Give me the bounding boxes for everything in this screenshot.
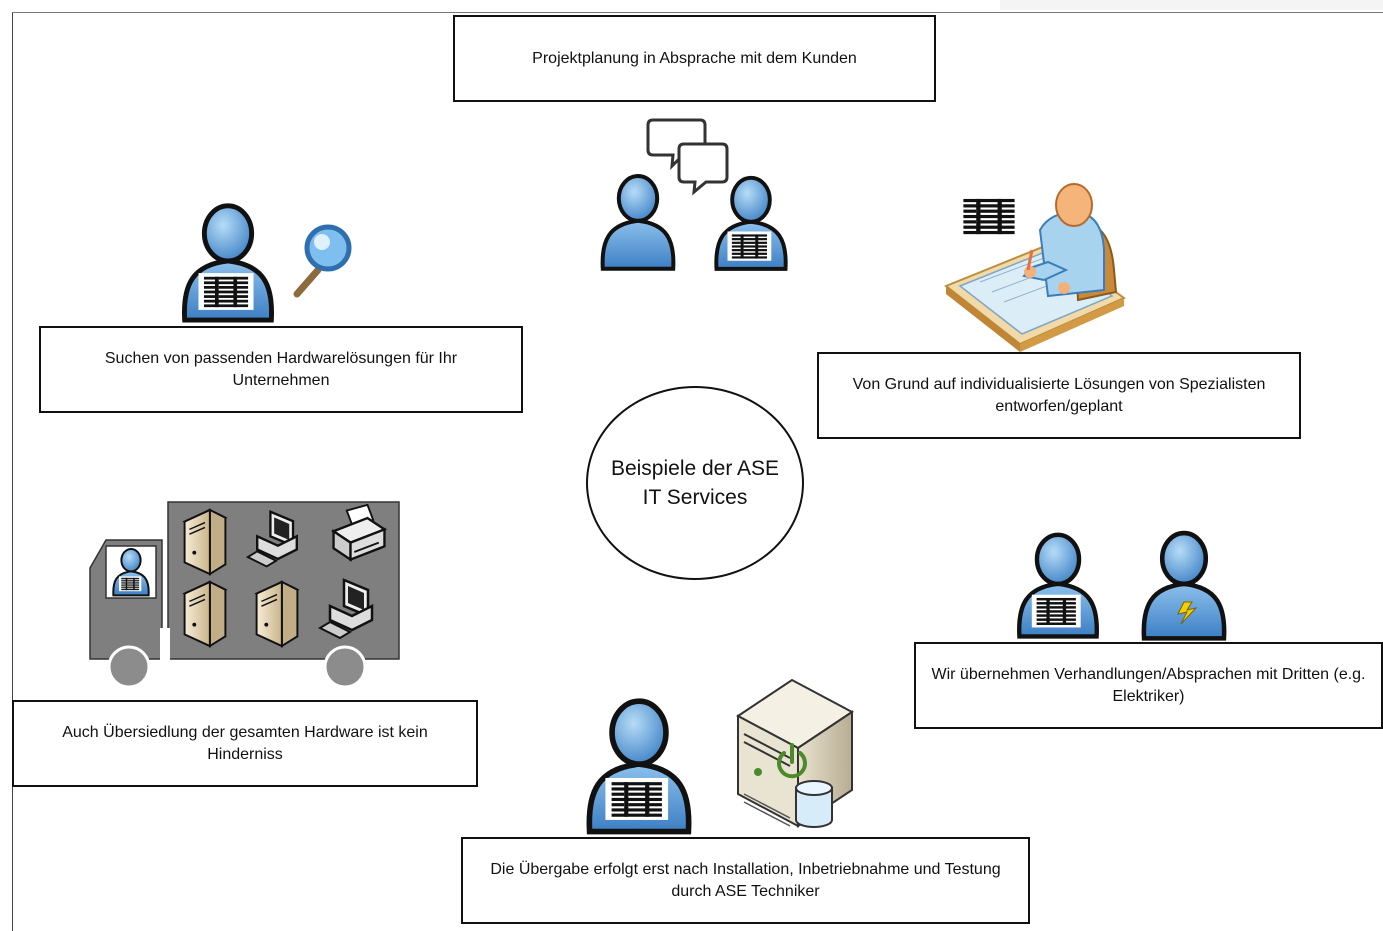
ase-technician-icon xyxy=(184,206,271,320)
magnifier-icon xyxy=(293,224,352,298)
search-label: Suchen von passenden Hardwarelösungen fü… xyxy=(104,349,458,389)
frame-edge-top xyxy=(12,12,1383,13)
relocation-box: Auch Übersiedlung der gesamten Hardware … xyxy=(12,700,478,787)
planning-label: Projektplanung in Absprache mit dem Kund… xyxy=(532,49,857,67)
design-label: Von Grund auf individualisierte Lösungen… xyxy=(852,375,1266,415)
server-tower-icon xyxy=(183,580,227,648)
speech-bubbles-icon xyxy=(646,118,729,196)
electrician-icon xyxy=(1144,533,1224,638)
designer-at-drafting-table-icon xyxy=(944,183,1126,352)
frame-edge-left xyxy=(12,12,13,931)
server-tower-icon xyxy=(183,508,227,576)
ase-technician-icon xyxy=(716,178,785,269)
handover-box: Die Übergabe erfolgt erst nach Installat… xyxy=(461,837,1030,924)
server-tower-icon xyxy=(255,580,299,648)
center-label: Beispiele der ASE IT Services xyxy=(610,457,780,509)
center-circle: Beispiele der ASE IT Services xyxy=(586,386,804,580)
search-box: Suchen von passenden Hardwarelösungen fü… xyxy=(39,326,523,413)
design-box: Von Grund auf individualisierte Lösungen… xyxy=(817,352,1301,439)
customer-icon xyxy=(603,176,674,269)
server-power-database-icon xyxy=(736,678,854,828)
negotiation-box: Wir übernehmen Verhandlungen/Absprachen … xyxy=(914,642,1383,729)
negotiation-label: Wir übernehmen Verhandlungen/Absprachen … xyxy=(931,665,1366,705)
ase-technician-icon xyxy=(589,701,688,831)
ase-technician-icon xyxy=(1019,535,1097,637)
handover-label: Die Übergabe erfolgt erst nach Installat… xyxy=(490,860,1001,900)
relocation-label: Auch Übersiedlung der gesamten Hardware … xyxy=(62,723,428,763)
planning-box: Projektplanung in Absprache mit dem Kund… xyxy=(453,15,936,102)
ase-logo-icon xyxy=(957,194,1021,238)
